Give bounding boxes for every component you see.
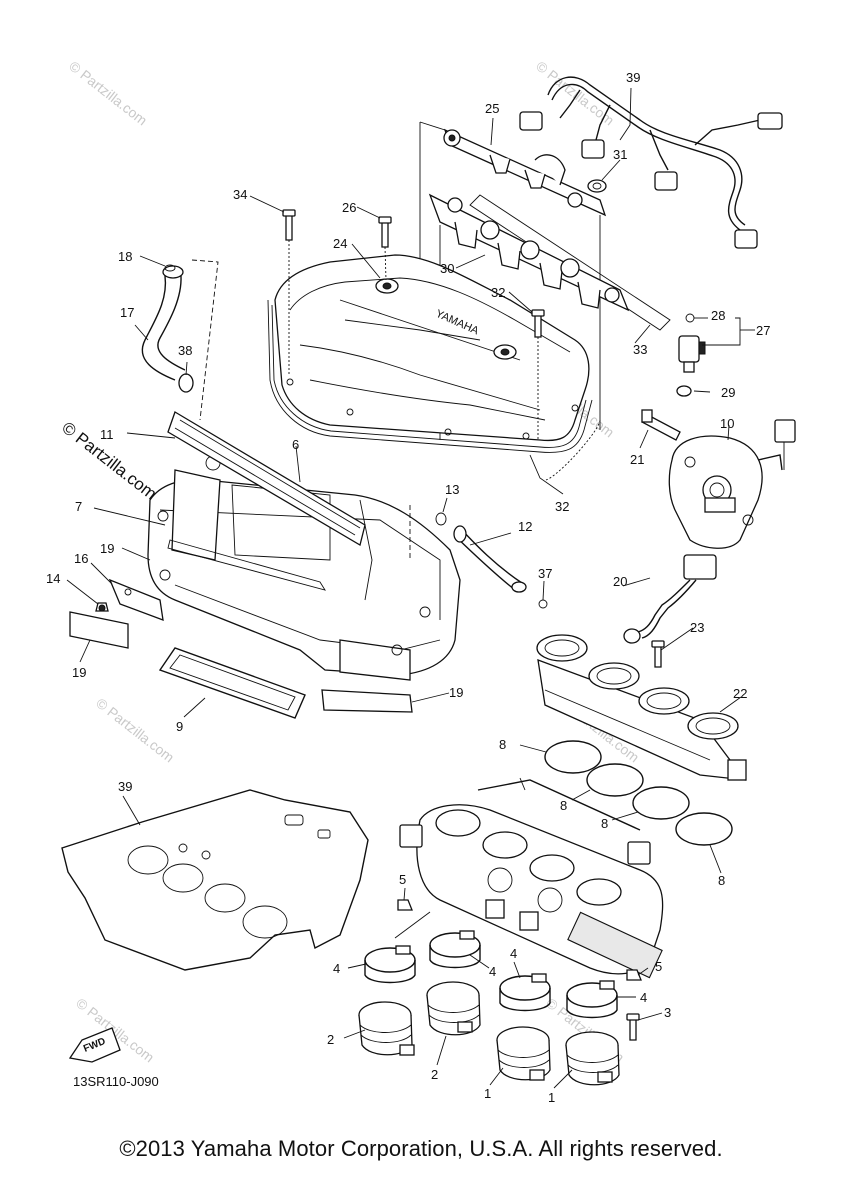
callout-33: 31 <box>613 147 627 162</box>
callout-17: 18 <box>118 249 132 264</box>
damper-part-18 <box>69 611 129 649</box>
callout-18: 19 <box>72 665 86 680</box>
callout-7: 7 <box>75 499 82 514</box>
throttle-body-bank <box>399 777 664 979</box>
intake-joints <box>358 981 620 1086</box>
o-rings-part-8 <box>544 740 733 846</box>
svg-text:© Partzilla.com: © Partzilla.com <box>93 695 177 766</box>
callout-2a: 2 <box>327 1032 334 1047</box>
gasket-plate-part-39 <box>61 789 369 971</box>
callout-9: 9 <box>176 719 183 734</box>
callout-16: 17 <box>120 305 134 320</box>
callout-28: 28 <box>711 308 725 323</box>
callout-6: 6 <box>292 437 299 452</box>
wire-harness-part-31 <box>519 76 783 249</box>
clamps-part-4 <box>364 930 618 1019</box>
filter-element-part-11 <box>167 411 366 547</box>
callout-32: 32 <box>555 499 569 514</box>
svg-text:© Partzilla.com: © Partzilla.com <box>533 58 617 129</box>
copyright-notice: ©2013 Yamaha Motor Corporation, U.S.A. A… <box>119 1136 723 1161</box>
leader-lines <box>66 87 755 1089</box>
grommet-part-33 <box>587 179 607 193</box>
callout-38: 38 <box>178 343 192 358</box>
callout-3: 3 <box>664 1005 671 1020</box>
callout-26: 26 <box>342 200 356 215</box>
callout-20: 20 <box>613 574 627 589</box>
callout-29: 29 <box>721 385 735 400</box>
airbox-cover: YAMAHA <box>274 254 590 442</box>
seal-part-9 <box>158 647 306 719</box>
callout-1b: 1 <box>548 1090 555 1105</box>
fuel-rail-part-25 <box>443 128 607 217</box>
bracket-part-15 <box>95 578 164 621</box>
callout-35: 33 <box>633 342 647 357</box>
damper-part-19 <box>321 689 413 713</box>
callout-15: 16 <box>74 551 88 566</box>
callout-4d: 4 <box>640 990 647 1005</box>
diagram-reference-code: 13SR110-J090 <box>73 1074 159 1089</box>
callout-19b: 19 <box>449 685 463 700</box>
callout-14: 14 <box>46 571 60 586</box>
callout-12: 12 <box>518 519 532 534</box>
callout-34: 32 <box>491 285 505 300</box>
callout-1a: 1 <box>484 1086 491 1101</box>
idle-speed-actuator-part-10 <box>641 409 796 549</box>
callout-8c: 8 <box>601 816 608 831</box>
screws-part-5 <box>397 899 642 981</box>
callout-2b: 2 <box>431 1067 438 1082</box>
callout-13: 13 <box>445 482 459 497</box>
hose-part-12 <box>409 505 548 609</box>
callout-19a: 19 <box>100 541 114 556</box>
callout-8a: 8 <box>499 737 506 752</box>
svg-text:© Partzilla.com: © Partzilla.com <box>66 58 150 129</box>
callout-4a: 4 <box>333 961 340 976</box>
callouts: 39 25 31 34 26 24 18 30 32 28 17 27 33 3… <box>46 70 770 1105</box>
throttle-bodies-part-22 <box>536 634 747 781</box>
seal-part-7 <box>167 539 326 591</box>
screw-part-3 <box>626 1013 640 1041</box>
callout-10: 10 <box>720 416 734 431</box>
callout-39: 39 <box>118 779 132 794</box>
callout-8d: 8 <box>718 873 725 888</box>
callout-23: 23 <box>690 620 704 635</box>
callout-8b: 8 <box>560 798 567 813</box>
callout-4b: 4 <box>489 964 496 979</box>
hose-part-16 <box>141 259 219 421</box>
callout-4c: 4 <box>510 946 517 961</box>
callout-21: 21 <box>630 452 644 467</box>
bolts-cover <box>282 209 545 440</box>
callout-36: 34 <box>233 187 247 202</box>
callout-30: 30 <box>440 261 454 276</box>
callout-5a: 5 <box>399 872 406 887</box>
callout-11: 11 <box>100 427 114 442</box>
callout-5b: 5 <box>655 959 662 974</box>
injectors-part-30 <box>428 193 630 312</box>
fwd-arrow-icon: FWD <box>68 1027 121 1063</box>
callout-22: 22 <box>733 686 747 701</box>
callout-27: 27 <box>756 323 770 338</box>
callout-24: 24 <box>333 236 347 251</box>
cover-gasket-part-32 <box>267 299 593 453</box>
callout-31: 39 <box>626 70 640 85</box>
injector-part-27 <box>676 313 706 397</box>
callout-25: 25 <box>485 101 499 116</box>
callout-37: 37 <box>538 566 552 581</box>
hose-part-20 <box>623 554 717 644</box>
